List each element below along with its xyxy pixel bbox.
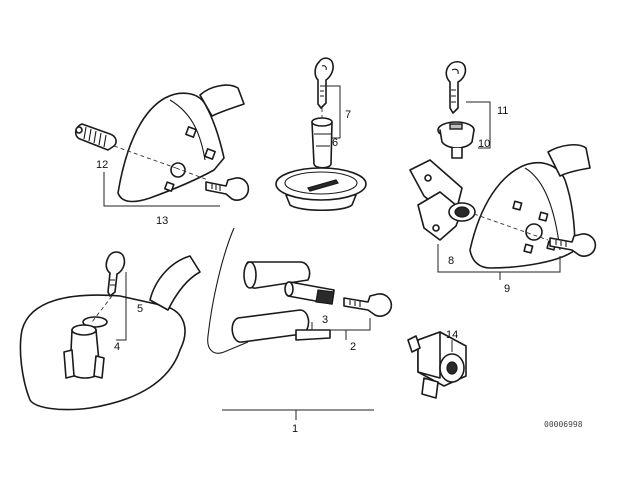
callout-11: 11: [497, 105, 508, 117]
fuel-cap-lock-assembly: [275, 57, 367, 211]
trunk-lock-assembly: [19, 251, 201, 411]
callout-10: 10: [478, 138, 490, 150]
callout-14: 14: [446, 329, 458, 341]
callout-4: 4: [114, 341, 120, 353]
callout-9: 9: [504, 283, 510, 295]
callout-2: 2: [350, 341, 356, 353]
diagram-code: 00006998: [544, 420, 583, 429]
door-lock-assembly: [207, 227, 393, 354]
small-lock-assembly: [407, 331, 467, 399]
callout-8: 8: [448, 255, 454, 267]
callout-12: 12: [96, 159, 108, 171]
ignition-lock-assembly: [409, 60, 597, 280]
callout-6: 6: [332, 137, 338, 149]
callout-13: 13: [156, 215, 168, 227]
callout-1: 1: [292, 423, 298, 435]
steering-lock-assembly: [74, 84, 250, 207]
callout-7: 7: [345, 109, 351, 121]
callout-3: 3: [322, 314, 328, 326]
callout-5: 5: [137, 303, 143, 315]
